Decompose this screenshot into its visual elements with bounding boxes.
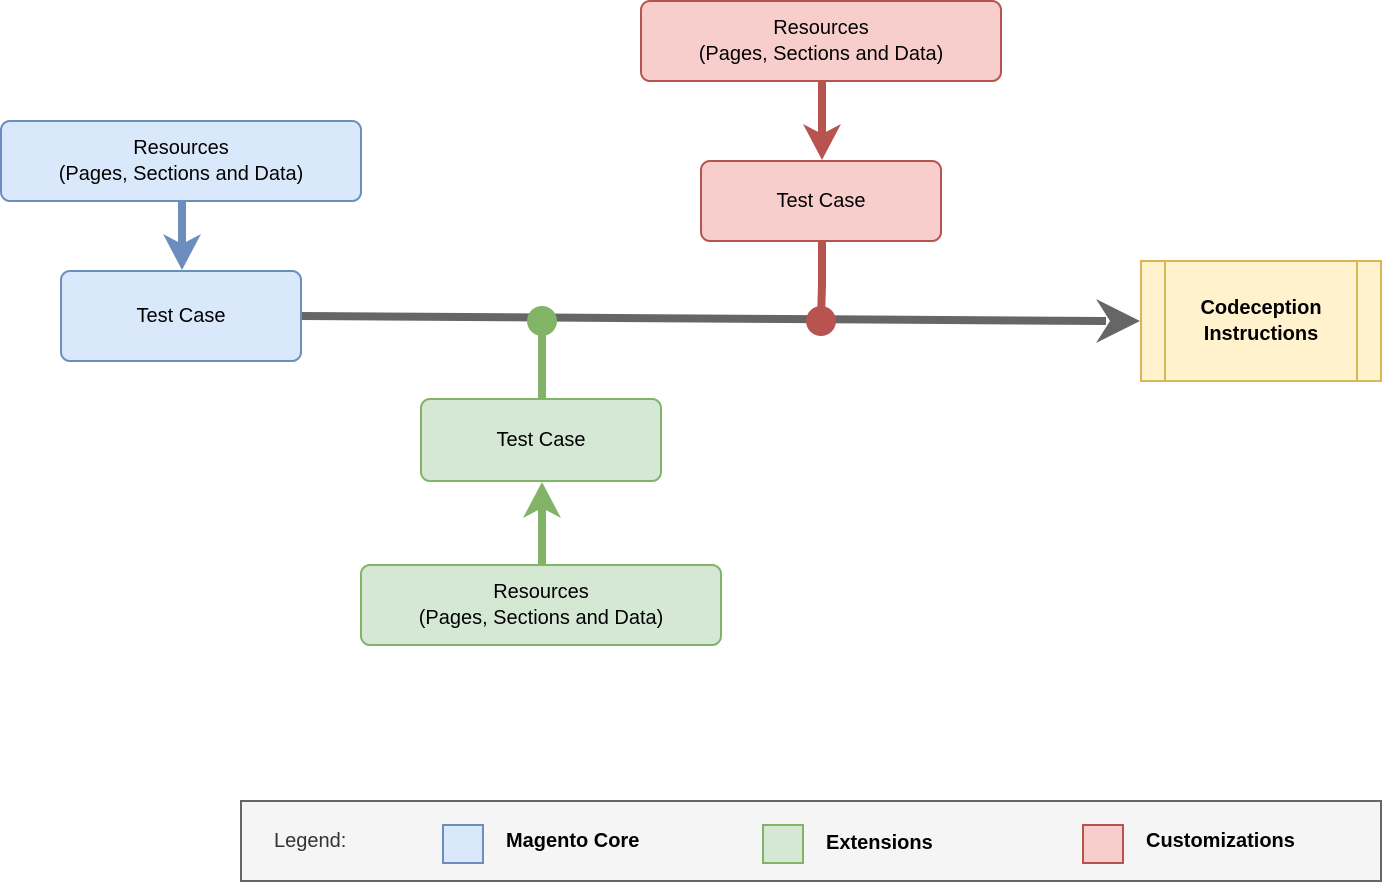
legend-label-extensions: Extensions [826,832,933,854]
output-title-line2: Instructions [1203,323,1319,345]
legend-swatch-core [442,824,484,864]
output-right-divider [1356,262,1358,380]
core-test-case-label: Test Case [136,305,226,327]
core-resources-subtitle: (Pages, Sections and Data) [58,163,304,185]
legend-label-customizations: Customizations [1146,830,1295,852]
custom-resources-title: Resources [773,17,869,39]
codeception-instructions-box[interactable]: Codeception Instructions [1140,260,1382,382]
legend-label-core: Magento Core [506,830,640,852]
core-resources-title: Resources [133,137,229,159]
custom-test-case-label: Test Case [776,190,866,212]
main-flow-arrowhead [1096,299,1140,343]
legend: Legend: Magento Core Extensions Customiz… [240,800,1382,882]
core-arrowhead [163,234,201,270]
ext-resources-box[interactable]: Resources (Pages, Sections and Data) [360,564,722,646]
ext-test-case-box[interactable]: Test Case [420,398,662,482]
main-flow-line [301,312,1107,325]
custom-arrowhead [803,124,841,160]
ext-resources-subtitle: (Pages, Sections and Data) [418,607,664,629]
ext-arrowhead [523,482,561,518]
custom-resources-box[interactable]: Resources (Pages, Sections and Data) [640,0,1002,82]
custom-test-case-box[interactable]: Test Case [700,160,942,242]
ext-resources-title: Resources [493,581,589,603]
core-resources-box[interactable]: Resources (Pages, Sections and Data) [0,120,362,202]
output-title-line1: Codeception [1200,297,1322,319]
legend-title: Legend: [274,830,347,852]
custom-resources-subtitle: (Pages, Sections and Data) [698,43,944,65]
custom-merge-dot [806,306,836,336]
ext-merge-dot [527,306,557,336]
core-test-case-box[interactable]: Test Case [60,270,302,362]
output-left-divider [1164,262,1166,380]
legend-swatch-extensions [762,824,804,864]
ext-test-case-label: Test Case [496,429,586,451]
legend-swatch-customizations [1082,824,1124,864]
